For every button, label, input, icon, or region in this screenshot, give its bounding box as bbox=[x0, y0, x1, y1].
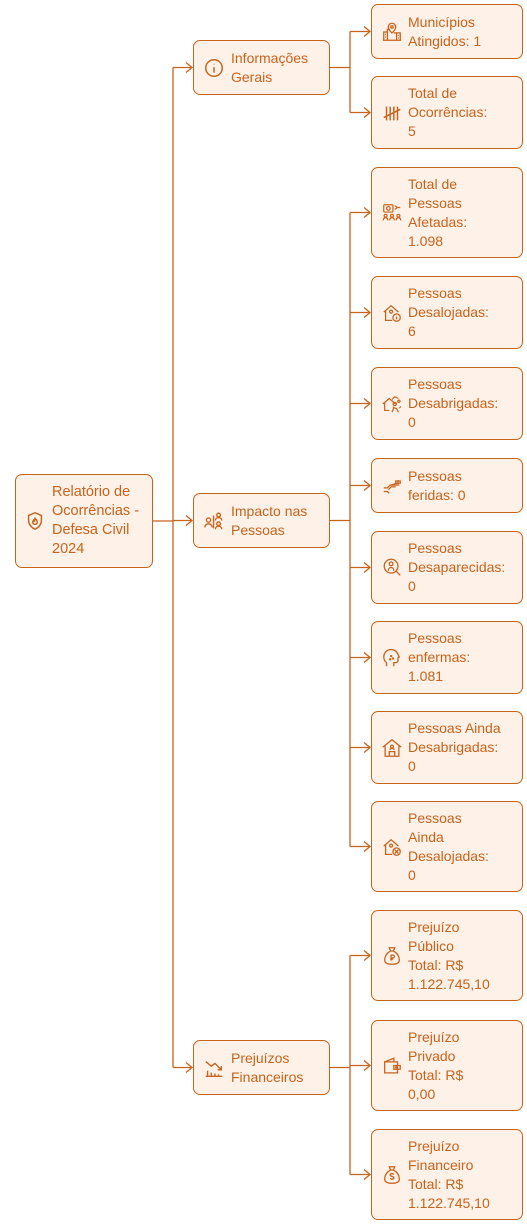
homeless-person-icon bbox=[381, 393, 403, 415]
leaf-prejuizo-financeiro[interactable]: Prejuízo Financeiro Total: R$ 1.122.745,… bbox=[371, 1129, 523, 1220]
leaf-pessoas-desaparecidas[interactable]: Pessoas Desaparecidas: 0 bbox=[371, 531, 523, 604]
chart-down-icon bbox=[203, 1057, 225, 1079]
info-circle-icon bbox=[203, 57, 225, 79]
branch-prejuizos-financeiros[interactable]: Prejuízos Financeiros bbox=[193, 1040, 330, 1095]
leaf-label: Pessoas Ainda Desabrigadas: 0 bbox=[408, 720, 501, 774]
leaf-total-pessoas-afetadas[interactable]: Total de Pessoas Afetadas: 1.098 bbox=[371, 167, 523, 258]
leaf-label: Prejuízo Público Total: R$ 1.122.745,10 bbox=[408, 918, 490, 992]
arrow-head bbox=[363, 1060, 372, 1071]
search-person-icon bbox=[381, 557, 403, 579]
arrow-head bbox=[363, 1169, 372, 1180]
arrow-head bbox=[363, 26, 372, 37]
arrow-head bbox=[363, 480, 372, 491]
arrow-head bbox=[363, 107, 372, 118]
branch-label: Prejuízos Financeiros bbox=[231, 1049, 304, 1085]
people-impact-icon bbox=[203, 510, 225, 532]
sick-head-icon bbox=[381, 647, 403, 669]
arrow-head bbox=[185, 1062, 194, 1073]
injured-hand-icon bbox=[381, 475, 403, 497]
dollar-bag-icon bbox=[381, 1164, 403, 1186]
branch-label: Informações Gerais bbox=[231, 49, 309, 85]
house-clock-icon bbox=[381, 836, 403, 858]
leaf-label: Pessoas enfermas: 1.081 bbox=[408, 630, 471, 684]
wallet-icon bbox=[381, 1055, 403, 1077]
branch-impacto-nas-pessoas[interactable]: Impacto nas Pessoas bbox=[193, 493, 330, 548]
arrow-head bbox=[185, 515, 194, 526]
arrow-head bbox=[363, 307, 372, 318]
root-node[interactable]: Relatório de Ocorrências - Defesa Civil … bbox=[15, 474, 153, 568]
leaf-total-ocorrencias[interactable]: Total de Ocorrências: 5 bbox=[371, 76, 523, 149]
leaf-label: Prejuízo Privado Total: R$ 0,00 bbox=[408, 1028, 464, 1102]
tally-marks-icon bbox=[381, 102, 403, 124]
leaf-pessoas-ainda-desabrigadas[interactable]: Pessoas Ainda Desabrigadas: 0 bbox=[371, 711, 523, 784]
arrow-head bbox=[185, 62, 194, 73]
branch-informacoes-gerais[interactable]: Informações Gerais bbox=[193, 40, 330, 95]
leaf-prejuizo-publico[interactable]: Prejuízo Público Total: R$ 1.122.745,10 bbox=[371, 910, 523, 1001]
affected-people-icon bbox=[381, 202, 403, 224]
arrow-head bbox=[363, 562, 372, 573]
city-map-pin-icon bbox=[381, 21, 403, 43]
arrow-head bbox=[363, 207, 372, 218]
leaf-label: Pessoas Desabrigadas: 0 bbox=[408, 376, 499, 430]
arrow-head bbox=[363, 652, 372, 663]
arrow-head bbox=[363, 950, 372, 961]
branch-label: Impacto nas Pessoas bbox=[231, 502, 308, 538]
shelter-house-icon bbox=[381, 737, 403, 759]
leaf-pessoas-ainda-desalojadas[interactable]: Pessoas Ainda Desalojadas: 0 bbox=[371, 801, 523, 892]
leaf-label: Prejuízo Financeiro Total: R$ 1.122.745,… bbox=[408, 1137, 490, 1211]
leaf-label: Pessoas feridas: 0 bbox=[408, 467, 466, 503]
money-bag-icon bbox=[381, 945, 403, 967]
leaf-prejuizo-privado[interactable]: Prejuízo Privado Total: R$ 0,00 bbox=[371, 1020, 523, 1111]
leaf-municipios-atingidos[interactable]: Municípios Atingidos: 1 bbox=[371, 4, 523, 59]
arrow-head bbox=[363, 841, 372, 852]
leaf-label: Pessoas Ainda Desalojadas: 0 bbox=[408, 809, 489, 883]
arrow-head bbox=[363, 398, 372, 409]
leaf-label: Pessoas Desaparecidas: 0 bbox=[408, 540, 506, 594]
root-label: Relatório de Ocorrências - Defesa Civil … bbox=[52, 484, 140, 557]
shield-fire-icon bbox=[24, 510, 46, 532]
house-info-icon bbox=[381, 302, 403, 324]
leaf-label: Pessoas Desalojadas: 6 bbox=[408, 285, 489, 339]
leaf-label: Municípios Atingidos: 1 bbox=[408, 13, 482, 49]
leaf-label: Total de Ocorrências: 5 bbox=[408, 85, 488, 139]
leaf-pessoas-enfermas[interactable]: Pessoas enfermas: 1.081 bbox=[371, 621, 523, 694]
leaf-pessoas-desalojadas[interactable]: Pessoas Desalojadas: 6 bbox=[371, 276, 523, 349]
leaf-pessoas-desabrigadas[interactable]: Pessoas Desabrigadas: 0 bbox=[371, 367, 523, 440]
arrow-head bbox=[363, 742, 372, 753]
leaf-label: Total de Pessoas Afetadas: 1.098 bbox=[408, 175, 468, 249]
leaf-pessoas-feridas[interactable]: Pessoas feridas: 0 bbox=[371, 458, 523, 513]
